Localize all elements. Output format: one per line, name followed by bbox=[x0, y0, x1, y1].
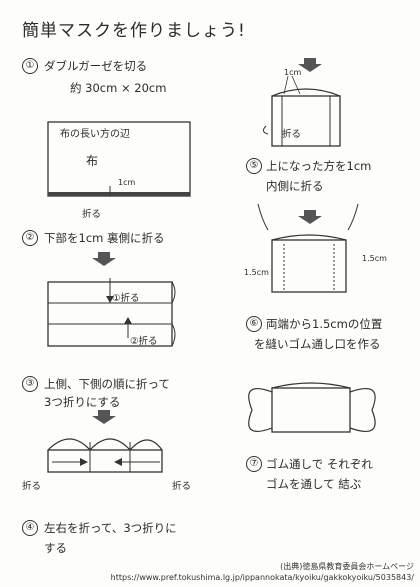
step-5-fold-label: 折る bbox=[282, 129, 302, 140]
step-5-text-2: 内側に折る bbox=[266, 179, 324, 193]
step-6-right-measure-label: 1.5cm bbox=[362, 254, 387, 263]
step-3-fold-right-label: 折る bbox=[172, 481, 192, 492]
step-4-number: ④ bbox=[22, 520, 38, 536]
step-1-text: ダブルガーゼを切る bbox=[44, 59, 148, 73]
step-5-one-cm-label: 1cm bbox=[284, 68, 302, 77]
step-1-one-cm-label: 1cm bbox=[118, 178, 136, 187]
step-1-fold-label: 折る bbox=[82, 209, 102, 220]
page-title: 簡単マスクを作りましょう! bbox=[22, 21, 246, 41]
source-credit: (出典)徳島県教育委員会ホームページ bbox=[280, 562, 414, 571]
step-5-number: ⑤ bbox=[246, 158, 262, 174]
step-6-number: ⑥ bbox=[246, 316, 262, 332]
step-3-number: ③ bbox=[22, 376, 38, 392]
source-url: https://www.pref.tokushima.lg.jp/ippanno… bbox=[110, 573, 414, 582]
step-6-left-measure-label: 1.5cm bbox=[244, 268, 269, 277]
step-4-text: 左右を折って、3つ折りに bbox=[44, 521, 177, 535]
step-2-fold-1-label: ①折る bbox=[112, 293, 140, 304]
step-7-text: ゴム通しで それぞれ bbox=[266, 457, 373, 471]
step-3-fold-left-label: 折る bbox=[22, 481, 42, 492]
step-3-text: 上側、下側の順に折って bbox=[44, 377, 170, 391]
step-3-text-2: 3つ折りにする bbox=[44, 395, 121, 409]
step-7-text-2: ゴムを通して 結ぶ bbox=[266, 477, 362, 491]
step-2-fold-2-label: ②折る bbox=[130, 336, 158, 347]
step-4-text-2: する bbox=[44, 541, 67, 555]
step-5-text: 上になった方を1cm bbox=[266, 159, 372, 173]
step-2-number: ② bbox=[22, 230, 38, 246]
cloth-long-edge-label: 布の長い方の辺 bbox=[60, 129, 130, 140]
step-2-text: 下部を1cm 裏側に折る bbox=[44, 231, 165, 245]
cloth-label: 布 bbox=[86, 154, 99, 168]
step-1-size: 約 30cm × 20cm bbox=[70, 81, 167, 95]
step-6-text: 両端から1.5cmの位置 bbox=[266, 317, 383, 331]
step-6-text-2: を縫いゴム通し口を作る bbox=[254, 337, 381, 351]
step-1-number: ① bbox=[22, 58, 38, 74]
step-7-number: ⑦ bbox=[246, 456, 262, 472]
